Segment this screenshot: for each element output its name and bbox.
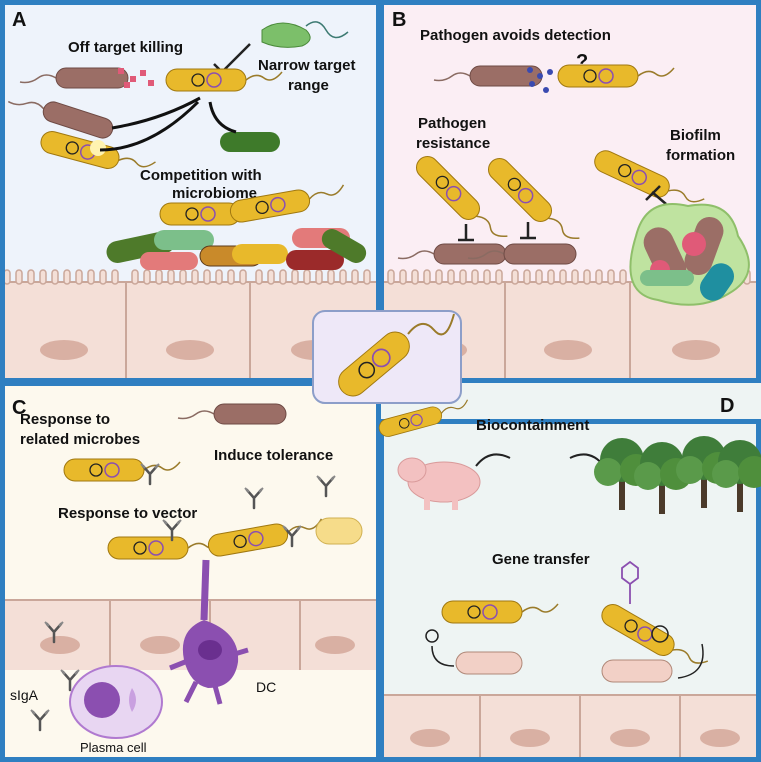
- panel-a-letter: A: [12, 9, 26, 31]
- avoids-detection-label: Pathogen avoids detection: [420, 27, 611, 44]
- engineered-bacterium-icon: [338, 331, 410, 397]
- biofilm-label: Biofilm: [670, 127, 721, 144]
- panel-b-letter: B: [392, 9, 406, 31]
- related-microbes-label: Response to: [20, 411, 110, 428]
- gene-transfer-label: Gene transfer: [492, 551, 590, 568]
- resistance-label: Pathogen: [418, 115, 486, 132]
- panel-c-letter: C: [12, 397, 26, 419]
- plasmid-icon: [651, 625, 669, 643]
- dendritic-cell-icon: [169, 559, 249, 705]
- resistance-label-2: resistance: [416, 135, 490, 152]
- competition-label: Competition with: [140, 167, 262, 184]
- transfer-arrow: [431, 645, 455, 667]
- siga-label: sIgA: [10, 687, 39, 703]
- phage-icon: [621, 560, 639, 604]
- bacterium-icon: [220, 132, 280, 152]
- response-vector-label: Response to vector: [58, 505, 197, 522]
- plasma-cell-label: Plasma cell: [80, 740, 147, 755]
- narrow-target-label: Narrow target: [258, 57, 356, 74]
- biocontainment-label: Biocontainment: [476, 417, 589, 434]
- panel-d-letter: D: [720, 395, 734, 417]
- induce-tolerance-label: Induce tolerance: [214, 447, 333, 464]
- biofilm-icon: [629, 203, 750, 306]
- pig-icon: [397, 457, 481, 510]
- lysis-icon: [90, 140, 106, 156]
- flagellum-icon: [407, 313, 455, 336]
- inhibition-arrows-b: [458, 185, 667, 242]
- biofilm-label-2: formation: [666, 147, 735, 164]
- related-microbes-label-2: related microbes: [20, 431, 140, 448]
- transfer-arrow: [677, 643, 704, 679]
- narrow-target-label-2: range: [288, 77, 329, 94]
- microbiome-icon: [106, 228, 367, 270]
- competition-label-2: microbiome: [172, 185, 257, 202]
- bacterium-icon: [601, 659, 673, 683]
- dc-label: DC: [256, 679, 276, 695]
- bacterium-icon: [315, 517, 363, 545]
- signal-icon: [527, 67, 553, 93]
- killing-arrows: [99, 96, 237, 152]
- off-target-label: Off target killing: [68, 39, 183, 56]
- plasmid-icon: [425, 629, 439, 643]
- plasma-cell-icon: [69, 665, 163, 739]
- toxin-icon: [118, 68, 154, 88]
- arrow-left: [475, 453, 511, 467]
- bacterium-icon: [455, 651, 523, 675]
- pathogen-green-icon: [261, 21, 349, 48]
